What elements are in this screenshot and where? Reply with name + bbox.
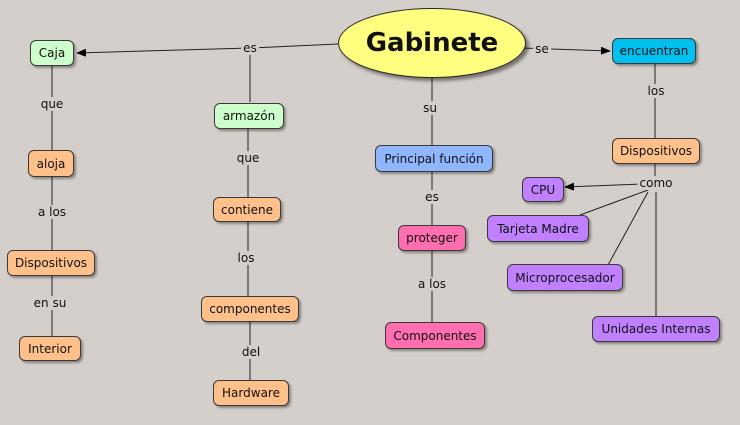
link-line — [249, 43, 339, 49]
concept-hardware[interactable]: Hardware — [213, 380, 289, 406]
link-label-su: su — [421, 101, 439, 115]
concept-tarjeta-madre[interactable]: Tarjeta Madre — [487, 215, 589, 242]
link-line — [579, 189, 649, 216]
concept-interior[interactable]: Interior — [19, 336, 81, 361]
link-label-en-su: en su — [31, 296, 69, 310]
concept-contiene[interactable]: contiene — [213, 197, 281, 222]
link-label-es-top: es — [241, 41, 259, 55]
link-line — [76, 47, 251, 57]
concept-dispositivos-right[interactable]: Dispositivos — [612, 138, 700, 164]
link-label-que-caja: que — [38, 97, 66, 111]
central-concept-gabinete[interactable]: Gabinete — [338, 8, 526, 78]
concept-caja[interactable]: Caja — [30, 40, 74, 66]
concept-cpu[interactable]: CPU — [522, 177, 564, 202]
concept-unidades-internas[interactable]: Unidades Internas — [592, 316, 720, 342]
concept-principal-funcion[interactable]: Principal función — [375, 145, 493, 172]
link-label-que-armazon: que — [234, 151, 262, 165]
link-label-los-right: los — [645, 84, 667, 98]
concept-encuentran[interactable]: encuentran — [612, 38, 696, 64]
link-label-como: como — [637, 176, 675, 190]
link-label-a-los-left: a los — [35, 205, 69, 219]
concept-microprocesador[interactable]: Microprocesador — [507, 264, 623, 291]
link-label-del: del — [239, 345, 263, 359]
link-line — [564, 182, 643, 191]
concept-aloja[interactable]: aloja — [28, 150, 74, 177]
link-line — [607, 191, 649, 266]
concept-componentes-lower[interactable]: componentes — [201, 296, 299, 322]
link-label-a-los-mid: a los — [415, 277, 449, 291]
concept-componentes-upper[interactable]: Componentes — [385, 322, 485, 349]
link-label-los-armazon: los — [235, 251, 257, 265]
link-label-se: se — [533, 42, 551, 56]
concept-dispositivos-left[interactable]: Dispositivos — [7, 250, 95, 276]
concept-proteger[interactable]: proteger — [398, 225, 466, 251]
concept-armazon[interactable]: armazón — [214, 103, 284, 129]
link-label-es-mid: es — [423, 190, 441, 204]
